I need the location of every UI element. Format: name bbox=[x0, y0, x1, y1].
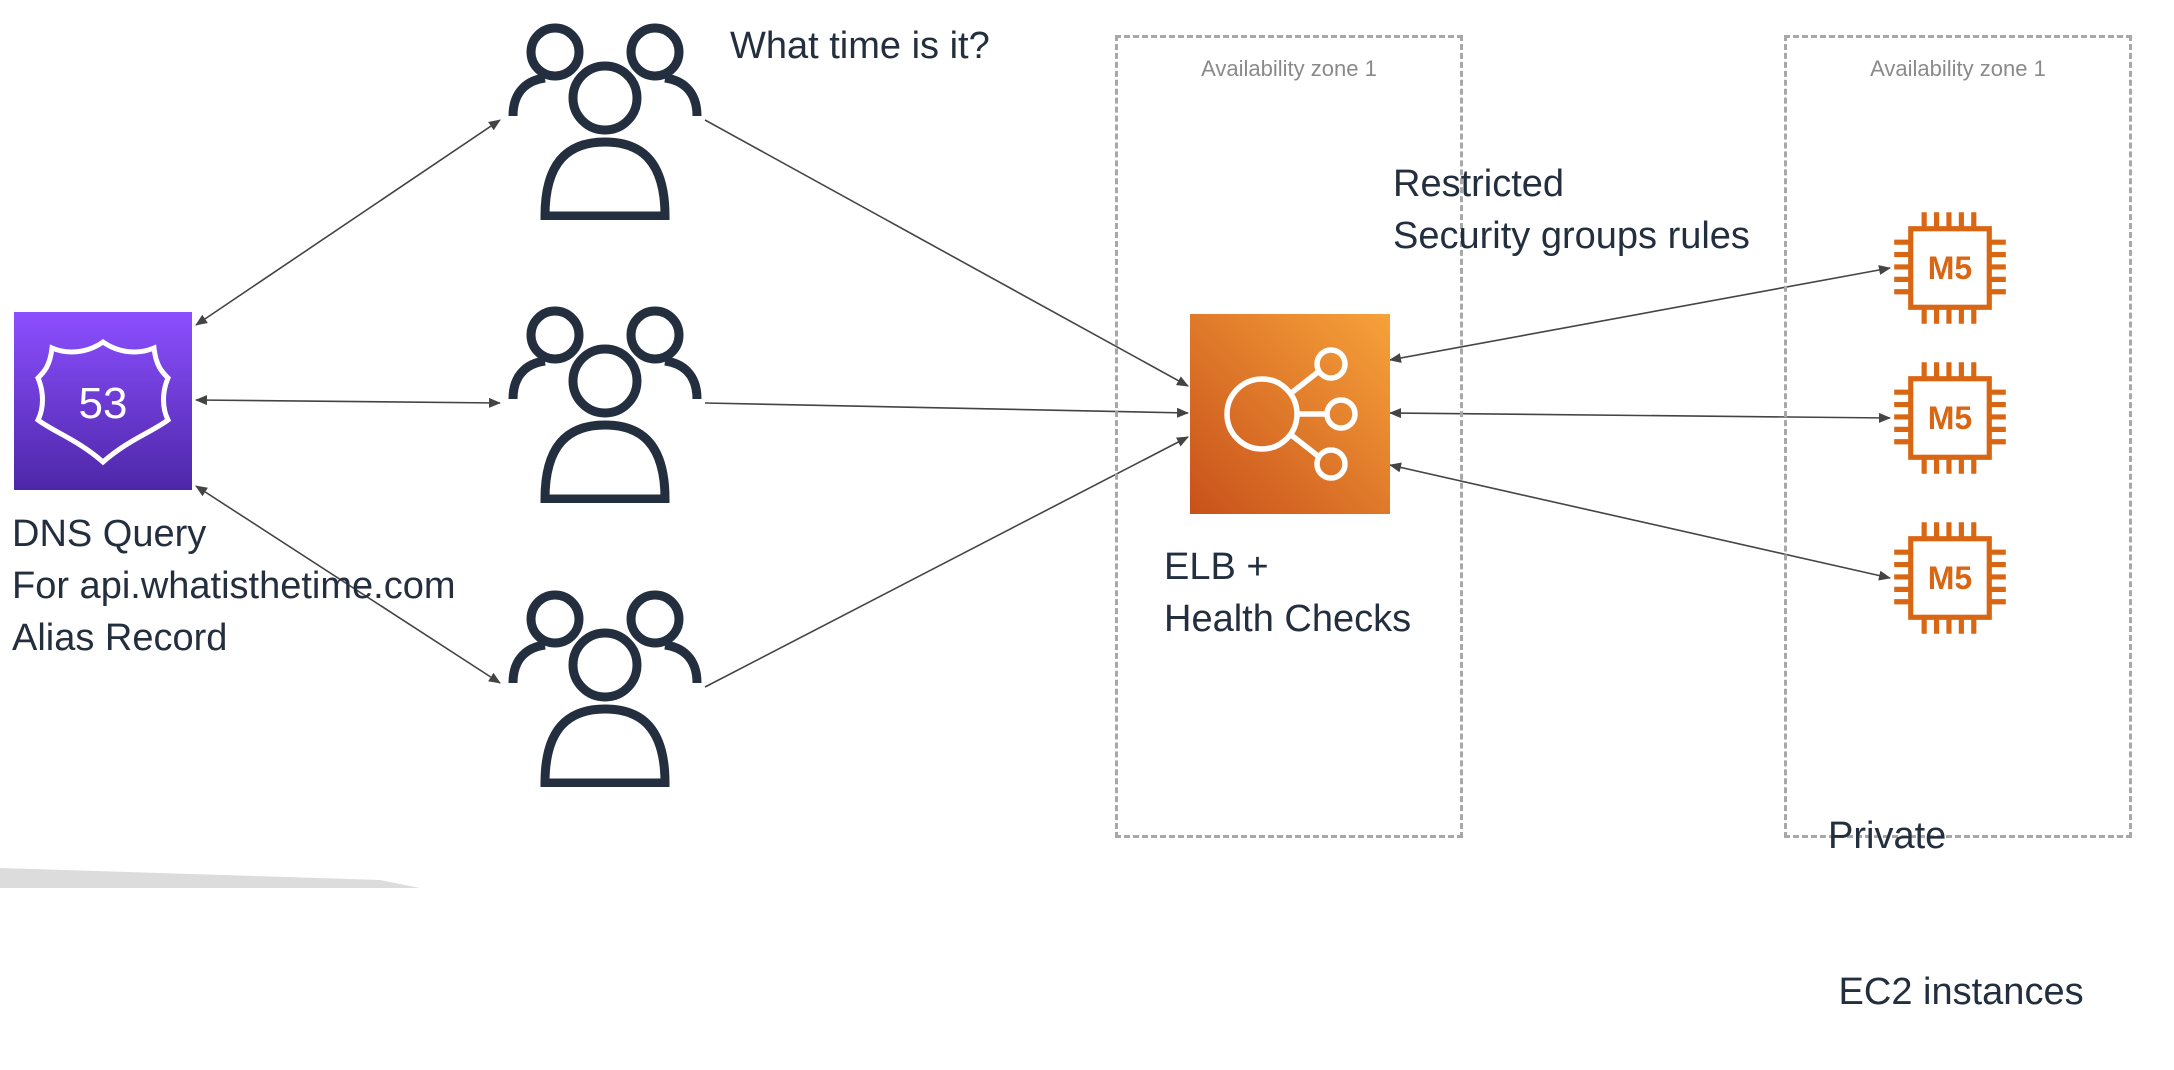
slide-footer-swoosh bbox=[0, 868, 420, 888]
route53-shield-icon bbox=[34, 338, 172, 466]
availability-zone-ec2: Availability zone 1 bbox=[1784, 35, 2132, 838]
arrow-users-top-elb bbox=[704, 119, 1189, 387]
arrow-users-bottom-elb bbox=[704, 436, 1189, 688]
arrow-route53-users-top bbox=[195, 119, 501, 326]
route53-badge-number: 53 bbox=[79, 379, 128, 428]
ec2-instance-label: M5 bbox=[1928, 250, 1972, 286]
question-text: What time is it? bbox=[730, 25, 990, 67]
ec2-caption-line: EC2 instances bbox=[1828, 971, 2084, 1013]
arrow-route53-users-middle bbox=[195, 395, 501, 408]
arrow-elb-ec2-bottom bbox=[1389, 462, 1891, 581]
arrow-users-middle-elb bbox=[704, 402, 1189, 418]
arrow-elb-ec2-top bbox=[1389, 265, 1891, 363]
architecture-diagram: 53 M5 M5 M5 bbox=[0, 0, 2174, 888]
route53-caption-line: For api.whatisthetime.com bbox=[12, 565, 456, 607]
ec2-instance-3: M5 bbox=[1894, 522, 2006, 634]
users-group-icon-bottom bbox=[513, 595, 697, 783]
availability-zone-label: Availability zone 1 bbox=[1201, 56, 1377, 81]
security-groups-note: Restricted Security groups rules bbox=[1393, 158, 1750, 262]
route53-caption: DNS Query For api.whatisthetime.com Alia… bbox=[12, 508, 456, 664]
route53-caption-line: Alias Record bbox=[12, 617, 228, 659]
route53-caption-line: DNS Query bbox=[12, 513, 207, 555]
security-note-line: Restricted bbox=[1393, 163, 1565, 205]
connectors bbox=[195, 119, 1891, 688]
ec2-caption: Private EC2 instances bbox=[1828, 706, 2084, 1070]
availability-zone-label: Availability zone 1 bbox=[1870, 56, 2046, 81]
route53-icon: 53 bbox=[14, 312, 192, 490]
elb-caption-line: Health Checks bbox=[1164, 598, 1412, 640]
ec2-instance-label: M5 bbox=[1928, 560, 1972, 596]
elb-caption-line: ELB + bbox=[1164, 546, 1269, 588]
elastic-load-balancer-icon bbox=[1190, 314, 1390, 514]
security-note-line: Security groups rules bbox=[1393, 215, 1750, 257]
ec2-instance-2: M5 bbox=[1894, 362, 2006, 474]
arrow-elb-ec2-middle bbox=[1389, 408, 1891, 423]
elb-caption: ELB + Health Checks bbox=[1164, 541, 1411, 645]
availability-zone-elb: Availability zone 1 bbox=[1115, 35, 1463, 838]
users-group-icon-middle bbox=[513, 311, 697, 499]
ec2-caption-line: Private bbox=[1828, 815, 1947, 857]
ec2-instance-1: M5 bbox=[1894, 212, 2006, 324]
arrow-route53-users-bottom bbox=[195, 485, 501, 684]
users-group-icon-top bbox=[513, 28, 697, 216]
ec2-instance-label: M5 bbox=[1928, 400, 1972, 436]
